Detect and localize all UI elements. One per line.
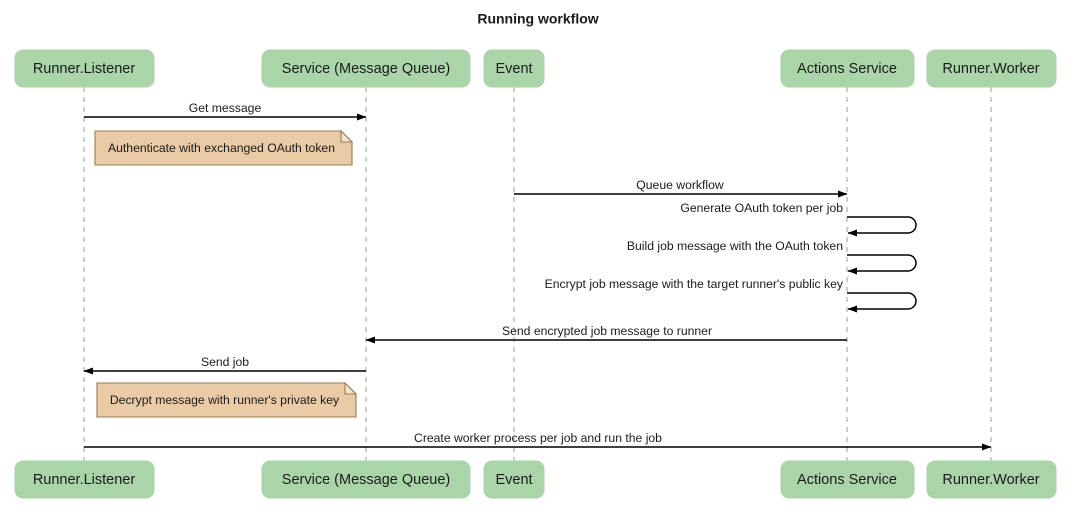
participant-runner-worker-bottom[interactable]: Runner.Worker bbox=[926, 460, 1057, 499]
participant-event-bottom[interactable]: Event bbox=[483, 460, 545, 499]
participant-label: Event bbox=[495, 61, 532, 77]
participant-event-top[interactable]: Event bbox=[483, 49, 545, 88]
note-label: Decrypt message with runner's private ke… bbox=[110, 393, 340, 407]
participant-label: Service (Message Queue) bbox=[282, 61, 450, 77]
participant-box bbox=[261, 460, 471, 499]
message-generate-oauth-token-per-job[interactable]: Generate OAuth token per job bbox=[680, 201, 917, 237]
participant-runner-listener-bottom[interactable]: Runner.Listener bbox=[14, 460, 155, 499]
participants-top-group: Runner.Listener Service (Message Queue) Ev… bbox=[14, 49, 1057, 88]
participant-box bbox=[14, 460, 155, 499]
message-send-encrypted-job-message[interactable]: Send encrypted job message to runner bbox=[365, 324, 847, 344]
participant-label: Service (Message Queue) bbox=[282, 472, 450, 488]
participant-box bbox=[780, 49, 915, 88]
message-label: Get message bbox=[189, 101, 262, 115]
message-label: Create worker process per job and run th… bbox=[414, 431, 662, 445]
message-encrypt-job-message[interactable]: Encrypt job message with the target runn… bbox=[545, 277, 917, 313]
message-send-job[interactable]: Send job bbox=[83, 355, 366, 375]
participant-runner-listener-top[interactable]: Runner.Listener bbox=[14, 49, 155, 88]
participant-box bbox=[926, 460, 1057, 499]
participant-label: Runner.Listener bbox=[33, 472, 136, 488]
participant-label: Event bbox=[495, 472, 532, 488]
message-label: Generate OAuth token per job bbox=[680, 201, 843, 215]
message-label: Send encrypted job message to runner bbox=[502, 324, 712, 338]
participant-label: Runner.Listener bbox=[33, 61, 136, 77]
participant-service-mq-top[interactable]: Service (Message Queue) bbox=[261, 49, 471, 88]
message-build-job-message[interactable]: Build job message with the OAuth token bbox=[627, 239, 917, 275]
participant-runner-worker-top[interactable]: Runner.Worker bbox=[926, 49, 1057, 88]
message-loop-path bbox=[847, 292, 917, 313]
participant-box bbox=[483, 460, 545, 499]
participant-actions-service-bottom[interactable]: Actions Service bbox=[780, 460, 915, 499]
message-loop-path bbox=[847, 216, 917, 237]
page-title: Running workflow bbox=[477, 11, 598, 27]
participants-bottom-group: Runner.Listener Service (Message Queue) Ev… bbox=[14, 460, 1057, 499]
message-label: Build job message with the OAuth token bbox=[627, 239, 843, 253]
participant-actions-service-top[interactable]: Actions Service bbox=[780, 49, 915, 88]
note-decrypt: Decrypt message with runner's private ke… bbox=[96, 381, 358, 418]
lifelines-group bbox=[83, 87, 992, 461]
message-loop-path bbox=[847, 254, 917, 275]
note-authenticate: Authenticate with exchanged OAuth token bbox=[94, 129, 354, 166]
participant-box bbox=[926, 49, 1057, 88]
message-label: Encrypt job message with the target runn… bbox=[545, 277, 844, 291]
message-label: Queue workflow bbox=[636, 178, 724, 192]
participant-service-mq-bottom[interactable]: Service (Message Queue) bbox=[261, 460, 471, 499]
note-label: Authenticate with exchanged OAuth token bbox=[108, 141, 335, 155]
participant-box bbox=[261, 49, 471, 88]
notes-group: Authenticate with exchanged OAuth tokenD… bbox=[94, 129, 358, 418]
participant-label: Actions Service bbox=[797, 472, 897, 488]
note-fold-corner bbox=[344, 381, 358, 395]
participant-box bbox=[483, 49, 545, 88]
note-body bbox=[96, 382, 357, 418]
participant-label: Actions Service bbox=[797, 61, 897, 77]
participant-box bbox=[780, 460, 915, 499]
message-get-message[interactable]: Get message bbox=[84, 101, 367, 121]
note-fold-corner bbox=[340, 129, 354, 143]
participant-label: Runner.Worker bbox=[942, 472, 1039, 488]
participant-label: Runner.Worker bbox=[942, 61, 1039, 77]
message-queue-workflow[interactable]: Queue workflow bbox=[514, 178, 848, 198]
note-body bbox=[94, 130, 353, 166]
message-label: Send job bbox=[201, 355, 249, 369]
participant-box bbox=[14, 49, 155, 88]
message-create-worker-process[interactable]: Create worker process per job and run th… bbox=[84, 431, 992, 451]
